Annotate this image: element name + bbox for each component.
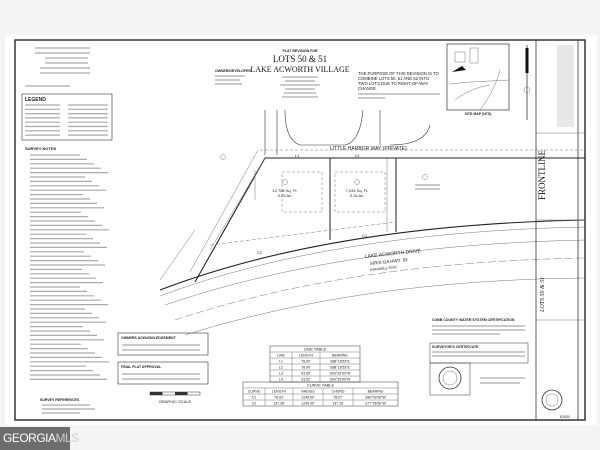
table-cell: L1 (279, 360, 283, 364)
table-header: BEARING (332, 354, 348, 358)
table-cell: S80°49'28"W (365, 396, 386, 400)
revision-purpose: THE PURPOSE OF THIS REVISION IS TO COMBI… (358, 71, 440, 99)
watermark-text: GEORGIA (3, 431, 56, 445)
surveyor-cert-title: SURVEYOR'S CERTIFICATE (432, 345, 479, 349)
sheet-border (14, 39, 586, 421)
owner-acknowledgement: OWNERS ACKNOWLEDGEMENT (117, 332, 209, 356)
seal-icon (541, 389, 563, 411)
table-cell: 78.00' (301, 360, 311, 364)
table-header: LENGTH (272, 390, 287, 394)
surveyor-seal-icon (438, 366, 462, 390)
table-header: LENGTH (299, 354, 314, 358)
table-header: LINE (277, 354, 285, 358)
table-title: LINE TABLE (304, 347, 327, 352)
purpose-line: TWO LOTS DUE TO RIGHT-OF-WAY (358, 81, 429, 86)
survey-notes: SURVEY NOTES (25, 146, 109, 380)
lot-area-b: 7,034 Sq. Ft. (346, 188, 369, 193)
table-cell: C2 (252, 402, 257, 406)
plat-title: LOTS 50 & 51 (273, 54, 327, 64)
table-header: CHORD (332, 390, 345, 394)
legend-box: LEGEND (21, 93, 113, 141)
table-cell: L4 (279, 378, 283, 382)
graphic-scale-label: GRAPHIC SCALE (159, 399, 192, 404)
table-cell: L2 (279, 366, 283, 370)
table-header: CURVE (248, 390, 261, 394)
lot-area-a: 12,708 Sq. Ft. (272, 188, 297, 193)
recording-stamp (25, 47, 90, 87)
table-cell: S00°26'00"W (330, 372, 351, 376)
owner-ack-title: OWNERS ACKNOWLEDGEMENT (121, 336, 177, 340)
site-plan: LITTLE HARBOR WAY (PRIVATE) L1 L2 12,708… (159, 109, 586, 336)
street-label-row: (VARIABLE R/W) (370, 265, 397, 272)
table-header: BEARING (368, 390, 384, 394)
table-cell: S77°06'30"W (365, 402, 386, 406)
water-certification: COBB COUNTY WATER SYSTEM CERTIFICATION (432, 318, 525, 335)
table-cell: C1 (252, 396, 257, 400)
final-plat-title: FINAL PLAT APPROVAL (121, 365, 162, 369)
survey-references: SURVEY REFERENCES (40, 398, 95, 414)
table-cell: S88°18'53"E (330, 360, 350, 364)
purpose-line: CHANGE. (358, 86, 377, 91)
survey-references-title: SURVEY REFERENCES (40, 398, 80, 402)
table-cell: 1245.00' (301, 402, 315, 406)
street-label-hwy: S/R/S GA HWY. 92 (370, 257, 409, 266)
street-label-lake-acworth: LAKE ACWORTH DRIVE (365, 248, 422, 260)
line-label-l1: L1 (295, 153, 300, 158)
curve-label-c2: C2 (257, 250, 263, 255)
site-map: SITE MAP (NTS) (446, 43, 510, 116)
street-label-little-harbor: LITTLE HARBOR WAY (PRIVATE) (330, 146, 407, 152)
north-arrow-icon (523, 45, 531, 120)
firm-logo: FRONTLINE (537, 150, 547, 200)
graphic-scale: GRAPHIC SCALE (149, 391, 201, 404)
watermark-text-mls: MLS (55, 431, 80, 445)
surveyor-certificate: SURVEYOR'S CERTIFICATE (429, 342, 529, 396)
lot-acres-b: 0.16 Ac. (350, 193, 364, 198)
purpose-line: COMBINE LOTS 50, 51 AND 52 INTO (358, 76, 430, 81)
table-cell: 93.52' (301, 378, 311, 382)
table-cell: 78.69' (274, 396, 284, 400)
title-strip: FRONTLINE LOTS 50 & 51 81530 (535, 40, 585, 420)
table-cell: 78.67' (333, 396, 343, 400)
plat-subdivision: LAKE ACWORTH VILLAGE (250, 65, 349, 74)
survey-notes-title: SURVEY NOTES (25, 146, 57, 151)
table-cell: 93.85' (301, 372, 311, 376)
table-cell: 137.16' (332, 402, 344, 406)
site-map-label: SITE MAP (NTS) (465, 112, 492, 116)
plat-subtitle: PLAT REVISION FOR (283, 49, 318, 53)
water-cert-title: COBB COUNTY WATER SYSTEM CERTIFICATION (432, 318, 515, 322)
table-cell: 137.28' (273, 402, 285, 406)
final-plat-approval: FINAL PLAT APPROVAL (117, 361, 209, 385)
owner-label: OWNER/DEVELOPER (215, 69, 251, 73)
table-header: RADIUS (301, 390, 315, 394)
table-cell: S88°18'53"E (330, 366, 350, 370)
sheet-title: LOTS 50 & 51 (540, 277, 546, 313)
legend-title: LEGEND (25, 97, 46, 103)
georgia-mls-watermark: GEORGIAMLS (0, 427, 79, 450)
lot-acres-a: 0.29 Ac. (278, 193, 292, 198)
table-title: CURVE TABLE (307, 383, 335, 388)
table-cell: L3 (279, 372, 283, 376)
table-cell: 1245.00' (301, 396, 315, 400)
plat-title-block: PLAT REVISION FOR LOTS 50 & 51 LAKE ACWO… (250, 49, 350, 98)
curve-label-c1: C1 (362, 233, 368, 238)
purpose-line: THE PURPOSE OF THIS REVISION IS TO (358, 71, 439, 76)
job-number: 81530 (560, 415, 570, 419)
line-label-l2: L2 (355, 153, 360, 158)
table-cell: S00°26'00"W (330, 378, 351, 382)
table-cell: 78.00' (301, 366, 311, 370)
owner-developer: OWNER/DEVELOPER (215, 69, 251, 85)
